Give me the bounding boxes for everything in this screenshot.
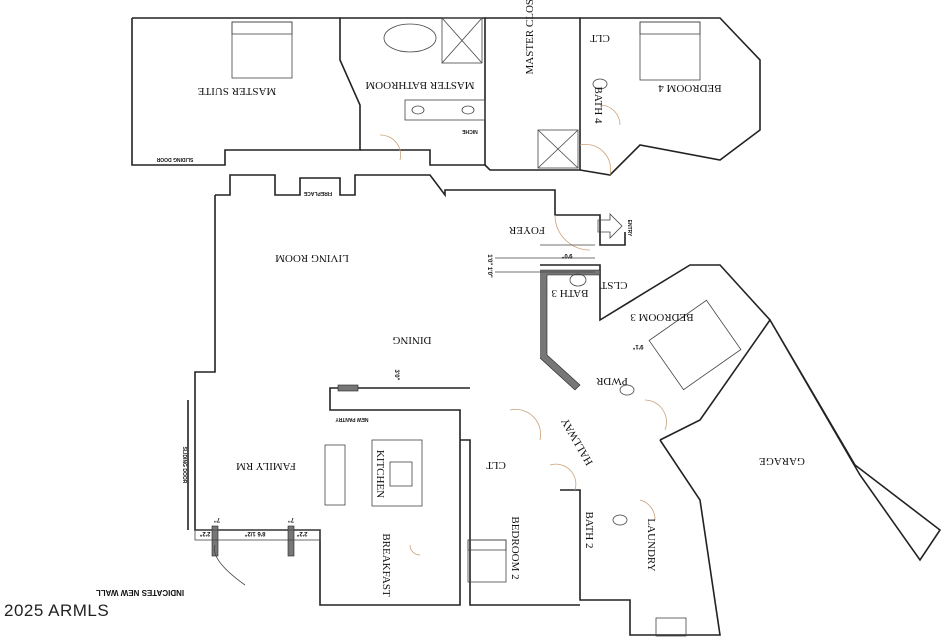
copyright-watermark: 2025 ARMLS [4, 601, 110, 620]
label-bedroom3: BEDROOM 3 [630, 311, 694, 323]
room-labels: MASTER SUITE MASTER BATHROOM MASTER CLOS… [197, 0, 804, 597]
label-laundry: LAUNDRY [645, 518, 657, 571]
label-living-room: LIVING ROOM [275, 252, 349, 264]
dim-bedroom3-wall: 9'1" [632, 343, 643, 349]
note-sliding-door-family: SLIDING DOOR [181, 447, 187, 484]
label-bath4: BATH 4 [592, 87, 604, 124]
label-foyer: FOYER [508, 224, 545, 236]
label-garage: GARAGE [759, 455, 805, 467]
label-bedroom4: BEDROOM 4 [658, 82, 722, 94]
dim-dining-wall: 3'0" [393, 370, 399, 381]
label-breakfast: BREAKFAST [380, 533, 392, 597]
label-master-closet: MASTER CLOSET [524, 0, 536, 74]
label-kitchen: KITCHEN [374, 450, 386, 498]
dim-span: 8'6 1/2" [244, 530, 265, 536]
annotations: ENTRY FIREPLACE SLIDING DOOR SLIDING DOO… [96, 128, 644, 597]
master-wing-walls [131, 17, 761, 176]
label-hallway: HALLWAY [559, 416, 596, 468]
dim-left-offset: 2'2" [199, 530, 210, 536]
dim-right-offset: 2'2" [296, 530, 307, 536]
dim-foyer-depth: 1'0" 1'0" [486, 254, 492, 278]
note-sliding-door-master: SLIDING DOOR [156, 156, 193, 162]
note-new-pantry: NEW PANTRY [335, 416, 369, 422]
dim-left-wall: 7" [214, 516, 220, 522]
label-dining: DINING [392, 334, 431, 346]
label-clt: CLT [590, 32, 610, 44]
note-niche: NICHE [462, 128, 478, 134]
note-fireplace: FIREPLACE [303, 190, 332, 196]
label-bath2: BATH 2 [583, 512, 595, 549]
label-clst: CLST [600, 279, 627, 291]
label-master-bathroom: MASTER BATHROOM [365, 79, 474, 91]
label-family-rm: FAMILY RM [236, 460, 296, 472]
label-master-suite: MASTER SUITE [197, 85, 276, 97]
dim-foyer-width: 9'0" [561, 252, 572, 258]
note-indicates-new-wall: INDICATES NEW WALL [96, 588, 184, 597]
label-bath3: BATH 3 [551, 287, 588, 299]
note-entry: ENTRY [626, 220, 632, 237]
dim-right-wall: 7" [288, 516, 294, 522]
main-walls [187, 174, 942, 637]
label-bedroom2: BEDROOM 2 [509, 516, 521, 579]
label-pwdr: PWDR [595, 375, 627, 387]
label-clt-bed2: CLT [486, 459, 506, 471]
